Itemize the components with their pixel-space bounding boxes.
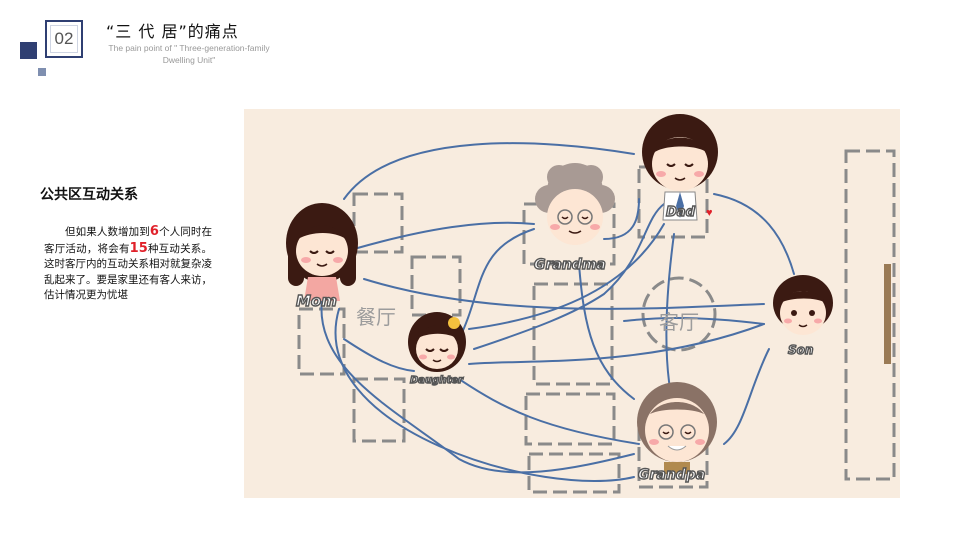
- mom-icon: [286, 203, 358, 301]
- grandma-icon: [535, 163, 615, 245]
- avatar-daughter: [406, 307, 468, 387]
- avatar-dad: [639, 112, 721, 224]
- decor-square-small: [38, 68, 46, 76]
- body-part-3: 种互动关系。这时客厅内的互动关系相对就复杂凌乱起来了。要是家里还有客人来访，估计…: [44, 242, 213, 302]
- avatar-son: [770, 273, 836, 345]
- room-label-dining: 餐厅: [356, 305, 396, 329]
- section-title: 公共区互动关系: [40, 187, 138, 203]
- name-tag-dad: Dad: [665, 204, 695, 220]
- page-title: “三 代 居”的痛点: [106, 22, 239, 41]
- decor-square-dark: [20, 42, 37, 59]
- name-tag-mom: Mom: [295, 291, 337, 310]
- avatar-grandma: [529, 161, 621, 261]
- room-label-living: 客厅: [659, 310, 699, 334]
- body-part-1: 但如果人数增加到: [65, 226, 150, 238]
- section-number: 02: [54, 29, 74, 48]
- section-body: 但如果人数增加到6个人同时在客厅活动，将会有15种互动关系。这时客厅内的互动关系…: [44, 224, 212, 304]
- name-tag-daughter: Daughter: [409, 374, 463, 386]
- page-subtitle: The pain point of " Three-generation-fam…: [108, 43, 270, 65]
- name-tag-son: Son: [787, 342, 814, 357]
- grandpa-icon: [637, 382, 717, 474]
- heart-icon: ♥: [706, 207, 713, 219]
- avatar-grandpa: [632, 374, 722, 474]
- interaction-diagram: 餐厅 客厅 Mom Daug: [244, 109, 900, 498]
- name-tag-grandpa: Grandpa: [637, 466, 706, 483]
- son-icon: [773, 275, 833, 335]
- highlight-relation-count: 15: [129, 240, 148, 256]
- name-tag-grandma: Grandma: [533, 256, 606, 273]
- tv-stand: [884, 264, 891, 364]
- section-number-badge: 02: [45, 20, 83, 58]
- dad-icon: [642, 114, 718, 221]
- highlight-people-count: 6: [149, 224, 159, 239]
- daughter-icon: [408, 312, 466, 372]
- avatar-mom: [284, 201, 360, 311]
- body-part-2: 个人同时在客厅活动，将会有: [44, 226, 213, 255]
